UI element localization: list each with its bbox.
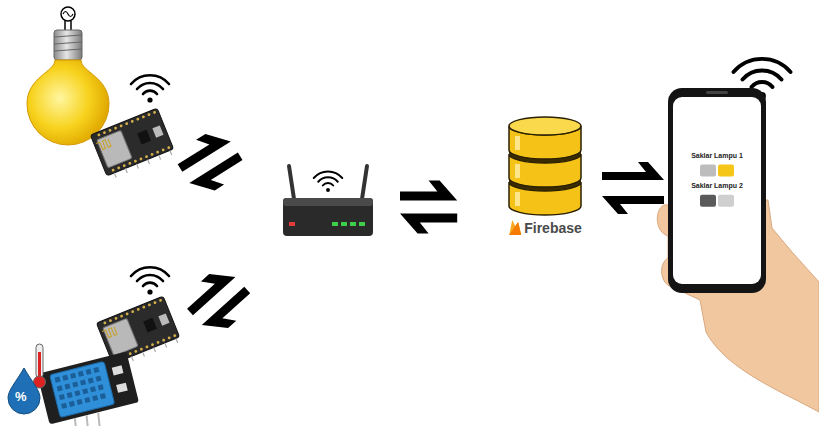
smartphone bbox=[668, 88, 766, 293]
toggle-off bbox=[700, 164, 716, 176]
wifi-icon bbox=[131, 267, 169, 294]
database-band bbox=[509, 154, 581, 187]
wifi-icon bbox=[314, 171, 343, 192]
glare bbox=[515, 164, 520, 178]
toggle-on bbox=[718, 195, 734, 207]
phone-node: Saklar Lampu 1 Saklar Lampu 2 bbox=[668, 88, 766, 293]
arrow-forward bbox=[602, 162, 664, 180]
database-top bbox=[509, 117, 581, 135]
phone-body bbox=[668, 88, 766, 293]
phone-speaker bbox=[706, 91, 728, 94]
light-bulb bbox=[27, 7, 109, 145]
database-node: Firebase bbox=[492, 112, 598, 243]
swap-arrows bbox=[172, 125, 248, 200]
switch-label: Saklar Lampu 2 bbox=[668, 182, 766, 190]
service-name: Firebase bbox=[492, 220, 598, 237]
humidity-symbol: % bbox=[15, 389, 27, 404]
glare bbox=[515, 136, 520, 150]
toggle-on bbox=[718, 164, 734, 176]
firebase-flame bbox=[509, 220, 521, 235]
wifi-icon bbox=[131, 75, 169, 102]
swap-arrows bbox=[400, 181, 457, 234]
phone-screen bbox=[673, 97, 761, 284]
esp8266-board bbox=[90, 108, 175, 180]
switch-label: Saklar Lampu 1 bbox=[668, 152, 766, 160]
database-band bbox=[509, 182, 581, 215]
toggle-off bbox=[700, 195, 716, 207]
arrow-back bbox=[602, 196, 664, 214]
swap-arrows bbox=[180, 262, 258, 340]
firebase-flame bbox=[509, 222, 521, 235]
data-flow-arrow bbox=[602, 162, 664, 214]
humidity-droplet bbox=[8, 368, 40, 414]
router bbox=[283, 166, 373, 236]
dht11-sensor bbox=[37, 352, 142, 426]
glare bbox=[515, 192, 520, 206]
database-back bbox=[509, 126, 581, 215]
thermometer-icon bbox=[34, 344, 46, 388]
